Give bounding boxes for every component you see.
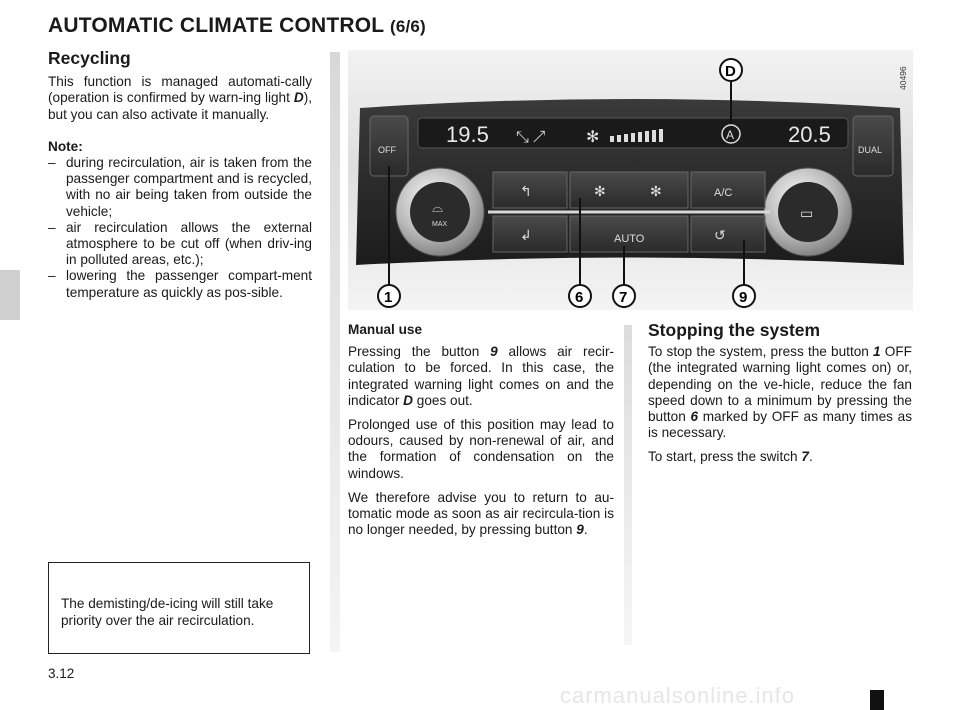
fan-speed-button[interactable] — [569, 171, 689, 209]
svg-text:9: 9 — [739, 289, 747, 306]
dual-label: DUAL — [858, 145, 882, 155]
stop-ref-6: 6 — [690, 409, 699, 425]
recycling-intro: This function is managed automati-cally … — [48, 74, 312, 123]
ac-label: A/C — [714, 187, 732, 199]
fan-high-icon: ✻ — [650, 183, 662, 199]
p1-text-c: goes out. — [413, 392, 473, 408]
info-box-text: The demisting/de-icing will still take p… — [61, 596, 274, 628]
fan-low-icon: ✻ — [594, 183, 606, 199]
intro-text-b: ), but you can also activate it manually… — [48, 90, 312, 122]
air-distribution-icon: ⤡ ↗ — [516, 129, 546, 146]
callout-9: 9 — [732, 284, 756, 308]
svg-text:6: 6 — [575, 289, 583, 306]
windscreen-demist-icon: ⌓ — [432, 199, 443, 215]
stop-ref-1: 1 — [873, 344, 881, 360]
column-divider-right — [624, 325, 632, 645]
p3-text-b: . — [583, 522, 588, 538]
svg-text:1: 1 — [384, 289, 392, 306]
p3-text-a: We therefore advise you to return to au-… — [348, 489, 614, 538]
stopping-heading: Stopping the system — [648, 320, 821, 340]
callout-d: D — [719, 58, 743, 82]
air-flow-lower-icon: ↲ — [520, 227, 532, 243]
ac-button[interactable] — [690, 171, 766, 209]
svg-text:7: 7 — [619, 289, 627, 306]
stop-text-b: OFF (the integrated warning light comes … — [648, 344, 912, 425]
rear-demist-icon: ▭ — [800, 205, 813, 221]
stopping-p2: To start, press the switch 7. — [648, 449, 912, 465]
fan-icon: ✻ — [586, 129, 599, 146]
air-flow-upper-button[interactable] — [492, 171, 568, 209]
callout-6: 6 — [568, 284, 592, 308]
temp-left-display: 19.5 — [446, 122, 489, 147]
start-text-a: To start, press the switch — [648, 449, 802, 465]
max-label: MAX — [432, 221, 448, 228]
callout-1: 1 — [377, 284, 401, 308]
corner-mark — [870, 690, 884, 710]
off-label: OFF — [378, 145, 396, 155]
auto-indicator-letter: A — [726, 128, 734, 142]
left-column: Recycling This function is managed autom… — [48, 48, 312, 301]
temp-right-display: 20.5 — [788, 122, 831, 147]
climate-panel-figure: 19.5 20.5 ⤡ ↗ ✻ A OFF DUAL ⌓ MAX ▭ ↰ ✻ ✻… — [348, 50, 913, 310]
dual-button[interactable] — [852, 115, 894, 177]
auto-indicator-icon — [721, 124, 741, 144]
auto-button[interactable] — [569, 215, 689, 253]
note-item: during recirculation, air is taken from … — [48, 155, 312, 220]
column-divider — [330, 52, 340, 652]
right-knob-center — [778, 182, 838, 242]
note-item: air recirculation allows the external at… — [48, 220, 312, 269]
left-knob-center — [410, 182, 470, 242]
page-title: AUTOMATIC CLIMATE CONTROL (6/6) — [48, 14, 426, 38]
p3-ref-9: 9 — [576, 522, 584, 538]
recirculation-icon: ↺ — [714, 227, 726, 243]
right-column: Stopping the system To stop the system, … — [648, 320, 912, 474]
svg-text:D: D — [725, 63, 736, 80]
intro-ref-d: D — [293, 90, 304, 106]
auto-label: AUTO — [614, 233, 645, 245]
manual-use-heading: Manual use — [348, 322, 423, 337]
note-label: Note: — [48, 138, 83, 154]
title-main: AUTOMATIC CLIMATE CONTROL — [48, 14, 384, 37]
p1-ref-d: D — [403, 392, 413, 408]
fan-level-bars — [610, 129, 663, 142]
note-list: during recirculation, air is taken from … — [48, 155, 312, 301]
middle-column: Manual use Pressing the button 9 allows … — [348, 322, 614, 546]
title-suffix: (6/6) — [389, 17, 426, 36]
section-tab — [0, 270, 20, 320]
recycling-heading: Recycling — [48, 48, 131, 68]
info-box: The demisting/de-icing will still take p… — [48, 562, 310, 654]
manual-use-p2: Prolonged use of this position may lead … — [348, 417, 614, 481]
watermark: carmanualsonline.info — [560, 683, 796, 708]
callout-7: 7 — [612, 284, 636, 308]
p1-text-a: Pressing the button — [348, 344, 491, 360]
stopping-p1: To stop the system, press the button 1 O… — [648, 344, 912, 441]
start-ref-7: 7 — [801, 449, 809, 465]
manual-use-p3: We therefore advise you to return to au-… — [348, 490, 614, 539]
start-text-b: . — [808, 449, 813, 465]
note-item: lowering the passenger compart-ment temp… — [48, 268, 312, 300]
page-number: 3.12 — [48, 666, 75, 681]
p1-ref-9: 9 — [490, 344, 498, 360]
air-flow-lower-button[interactable] — [492, 215, 568, 253]
air-flow-upper-icon: ↰ — [520, 183, 532, 199]
stop-text-a: To stop the system, press the button — [648, 344, 874, 360]
p1-text-b: allows air recir-culation to be forced. … — [348, 344, 614, 408]
recirculation-button[interactable] — [690, 215, 766, 253]
figure-reference: 40496 — [898, 66, 908, 90]
stop-text-c: marked by OFF as many times as is necess… — [648, 409, 912, 441]
manual-use-p1: Pressing the button 9 allows air recir-c… — [348, 344, 614, 409]
intro-text-a: This function is managed automati-cally … — [48, 74, 312, 106]
